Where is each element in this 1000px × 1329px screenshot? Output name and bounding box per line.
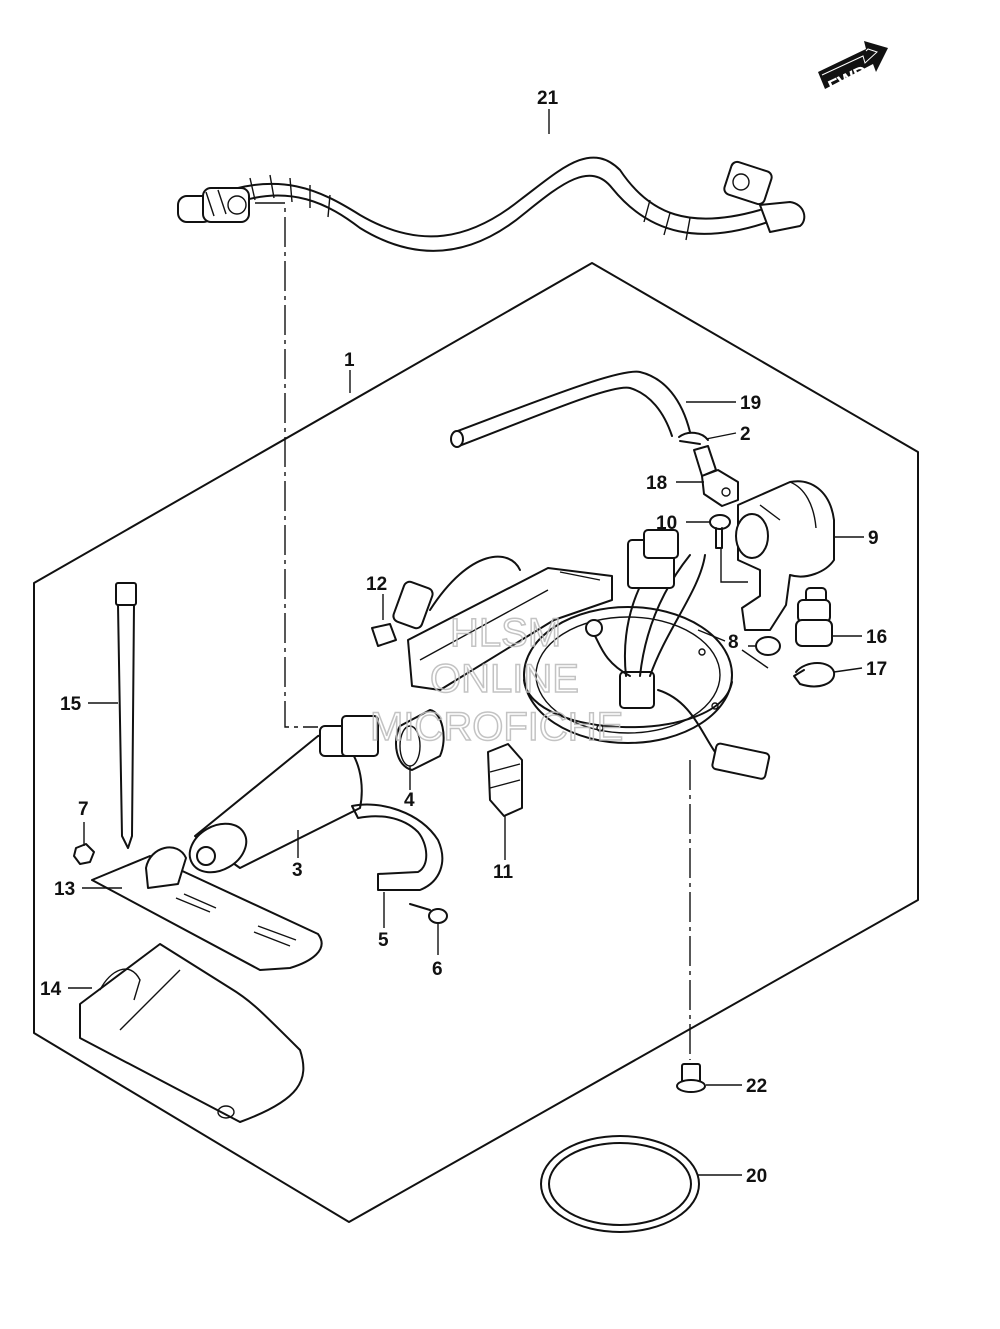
- callout-20: 20: [746, 1166, 767, 1187]
- fwd-badge: FWD: [818, 41, 888, 97]
- clamp-part-11: [487, 743, 523, 817]
- bracket-part-9: [720, 480, 835, 631]
- callout-1: 1: [344, 350, 355, 371]
- connector-part-16: [795, 587, 833, 647]
- strainer-holder-part-14: [79, 943, 305, 1123]
- callout-14: 14: [40, 979, 62, 1000]
- svg-text:HLSM: HLSM: [450, 611, 561, 655]
- assembly-outline-box: [33, 262, 919, 1223]
- callout-6: 6: [432, 959, 443, 980]
- screw-part-6: [409, 903, 448, 924]
- fitting-part-18: [693, 445, 739, 507]
- svg-text:ONLINE: ONLINE: [430, 657, 579, 701]
- cable-tie-part-15: [115, 582, 137, 849]
- callout-5: 5: [378, 930, 389, 951]
- callout-3: 3: [292, 860, 303, 881]
- callout-12: 12: [366, 574, 387, 595]
- leader-lines: [68, 109, 864, 1176]
- screw-part-10: [709, 514, 731, 549]
- fuel-hose-part-21: [177, 156, 806, 252]
- clamp-band-part-5: [351, 803, 444, 891]
- clip-part-2: [678, 431, 709, 445]
- callout-16: 16: [866, 627, 887, 648]
- callout-17: 17: [866, 659, 887, 680]
- watermark: HLSM ONLINE MICROFICHE: [369, 610, 624, 750]
- callout-2: 2: [740, 424, 751, 445]
- callout-15: 15: [60, 694, 82, 715]
- callout-11: 11: [493, 862, 514, 883]
- reference-line-hose-to-pump: [255, 202, 318, 728]
- connector-part-12: [371, 623, 397, 647]
- fuel-strainer-part-13: [91, 846, 323, 971]
- vent-hose-part-19: [450, 370, 691, 448]
- callout-19: 19: [740, 393, 761, 414]
- gasket-part-20: [540, 1135, 700, 1233]
- clip-part-17: [793, 662, 836, 688]
- pump-flange-plate: [392, 529, 771, 780]
- forward-arrow-icon: [818, 41, 888, 89]
- callout-4: 4: [404, 790, 415, 811]
- fuel-pump-part-3: [188, 715, 379, 874]
- callout-labels: 21 1 19 2 18 10 9 12 8 16 17 15 4 7 3 11…: [40, 88, 887, 1187]
- callout-21: 21: [537, 88, 559, 109]
- callout-13: 13: [54, 879, 75, 900]
- callout-22: 22: [746, 1076, 767, 1097]
- o-ring-part-8: [755, 636, 781, 656]
- svg-text:MICROFICHE: MICROFICHE: [370, 705, 623, 749]
- callout-9: 9: [868, 528, 879, 549]
- callout-18: 18: [646, 473, 667, 494]
- callout-8: 8: [728, 632, 739, 653]
- filter-part-4: [395, 709, 445, 771]
- nut-part-7: [73, 843, 95, 865]
- callout-7: 7: [78, 799, 89, 820]
- bolt-part-22: [676, 1063, 706, 1093]
- callout-10: 10: [656, 513, 677, 534]
